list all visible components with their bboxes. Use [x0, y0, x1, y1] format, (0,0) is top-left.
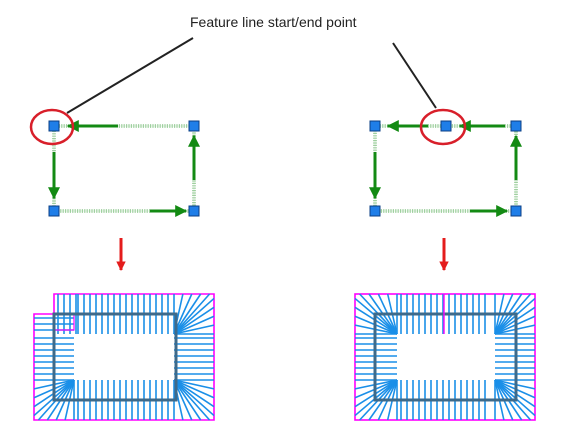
right-grading-result [354, 293, 536, 421]
left-feature-line [29, 108, 200, 217]
start-point-highlight-ellipse [29, 108, 75, 146]
right-feature-line [369, 108, 522, 217]
daylight-boundary-outline [354, 293, 536, 421]
vertex-node [369, 120, 381, 132]
left-grading-result [33, 293, 215, 421]
vertex-node [48, 120, 60, 132]
fan-projection-line [173, 379, 211, 421]
vertex-node [369, 205, 381, 217]
start-point-highlight-ellipse [419, 108, 467, 146]
fan-projection-line [173, 324, 215, 335]
fan-projection-line [173, 293, 211, 335]
vertex-node [188, 120, 200, 132]
callout-label: Feature line start/end point [190, 14, 357, 30]
fan-projection-line [173, 379, 215, 417]
vertex-node [440, 120, 452, 132]
fan-projection-line [173, 315, 215, 335]
interior-fill [397, 334, 495, 380]
callout-leader-line [66, 37, 194, 114]
fan-projection-line [173, 297, 215, 335]
vertex-node [188, 205, 200, 217]
callout-leader-line [392, 42, 437, 109]
fan-projection-line [173, 379, 215, 399]
interior-fill [74, 334, 174, 380]
vertex-node [510, 120, 522, 132]
vertex-node [510, 205, 522, 217]
fan-projection-line [173, 306, 215, 335]
feature-line-footprint [373, 312, 518, 402]
fan-projection-line [173, 293, 202, 335]
fan-projection-line [173, 379, 202, 421]
vertex-node [48, 205, 60, 217]
fan-projection-line [173, 379, 215, 390]
fan-projection-line [173, 379, 215, 408]
feature-line-footprint [52, 312, 178, 402]
